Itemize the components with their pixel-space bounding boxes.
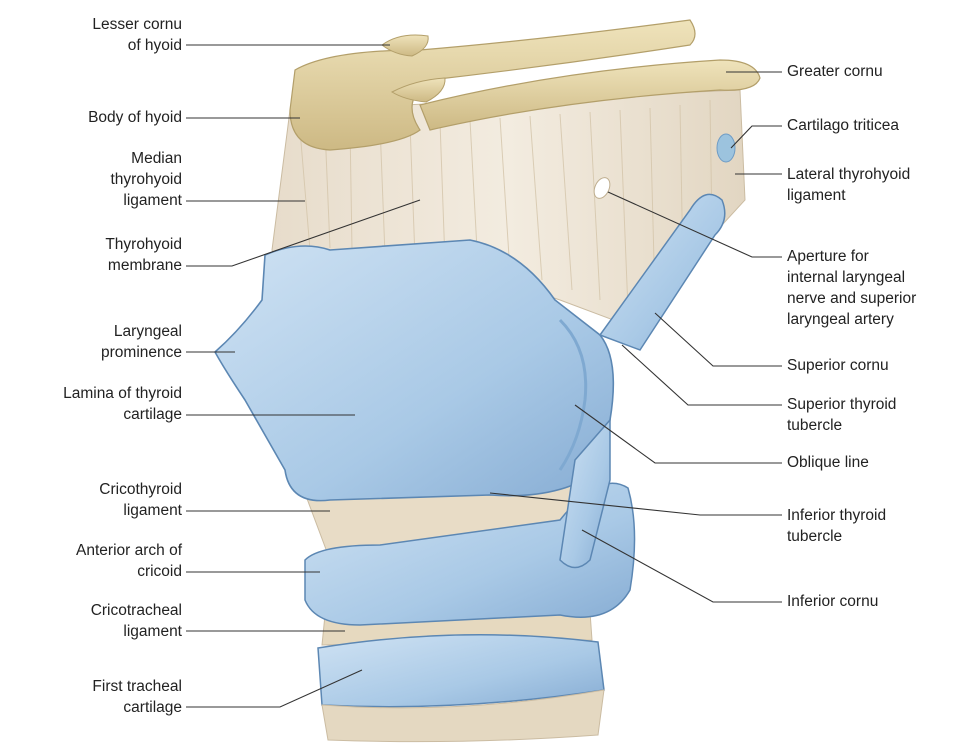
label-inferior-cornu: Inferior cornu xyxy=(787,591,878,612)
label-body-of-hyoid: Body of hyoid xyxy=(88,107,182,128)
cartilago-triticea-shape xyxy=(717,134,735,162)
leader-superior-thyroid-tubercle xyxy=(622,345,782,405)
label-oblique-line: Oblique line xyxy=(787,452,869,473)
label-cartilago-triticea: Cartilago triticea xyxy=(787,115,899,136)
label-superior-cornu: Superior cornu xyxy=(787,355,889,376)
label-greater-cornu: Greater cornu xyxy=(787,61,883,82)
leader-superior-cornu xyxy=(655,313,782,366)
